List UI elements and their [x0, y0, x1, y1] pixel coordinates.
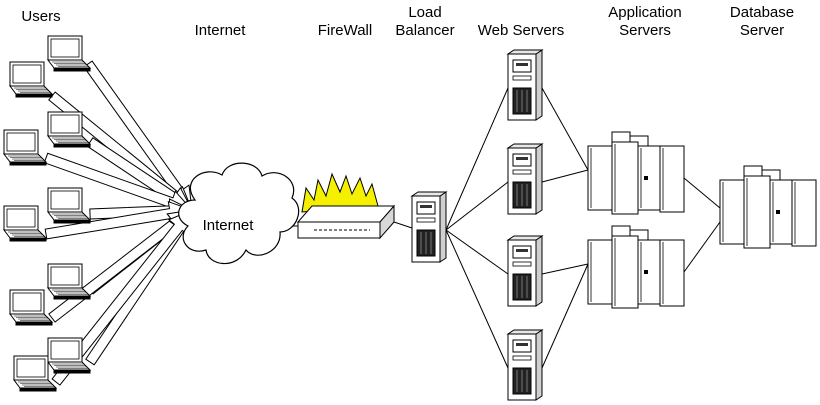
- web-servers-label: Web Servers: [477, 22, 565, 39]
- connection-line: [541, 263, 589, 275]
- users-label: Users: [21, 8, 61, 25]
- database-server-group: [719, 165, 817, 249]
- web-server-tower: [506, 329, 544, 401]
- internet-cloud-label: Internet: [203, 217, 255, 234]
- laptop-icon: [47, 187, 92, 224]
- application-server-rack: [587, 225, 685, 309]
- application-server-rack: [587, 131, 685, 215]
- load-balancer-label: Load Balancer: [395, 4, 455, 39]
- laptop-icon: [47, 35, 92, 72]
- web-server-tower: [506, 49, 544, 121]
- load-balancer-server: [410, 191, 448, 263]
- laptop-icon: [9, 61, 54, 98]
- laptop-icon: [9, 289, 54, 326]
- laptop-icon: [3, 205, 48, 242]
- web-server-tower: [506, 235, 544, 307]
- application-servers-group: [587, 131, 685, 309]
- connection-line: [445, 181, 509, 231]
- firewall-flames: [301, 172, 379, 213]
- load-balancer-tower: [410, 191, 448, 263]
- connection-line: [683, 177, 721, 209]
- connection-line: [393, 221, 413, 229]
- web-server-tower: [506, 143, 544, 215]
- user-laptops: [3, 35, 92, 392]
- laptop-icon: [47, 263, 92, 300]
- firewall-device: [296, 172, 396, 240]
- application-servers-label: Application Servers: [608, 4, 682, 39]
- connection-line: [541, 87, 589, 171]
- connection-line: [445, 229, 509, 369]
- connection-line: [541, 263, 589, 369]
- firewall-label: FireWall: [317, 22, 373, 39]
- laptop-icon: [47, 337, 92, 374]
- laptop-icon: [13, 355, 58, 392]
- internet-column-label: Internet: [194, 22, 246, 39]
- connection-line: [541, 169, 589, 183]
- laptop-icon: [3, 129, 48, 166]
- connection-line: [683, 221, 721, 273]
- connection-line: [445, 87, 509, 231]
- database-server-rack: [719, 165, 817, 249]
- laptop-icon: [47, 111, 92, 148]
- connection-lines: [292, 87, 721, 369]
- database-server-label: Database Server: [729, 4, 795, 39]
- web-servers-group: [506, 49, 544, 401]
- internet-cloud: Internet: [178, 162, 300, 265]
- connection-line: [445, 229, 509, 275]
